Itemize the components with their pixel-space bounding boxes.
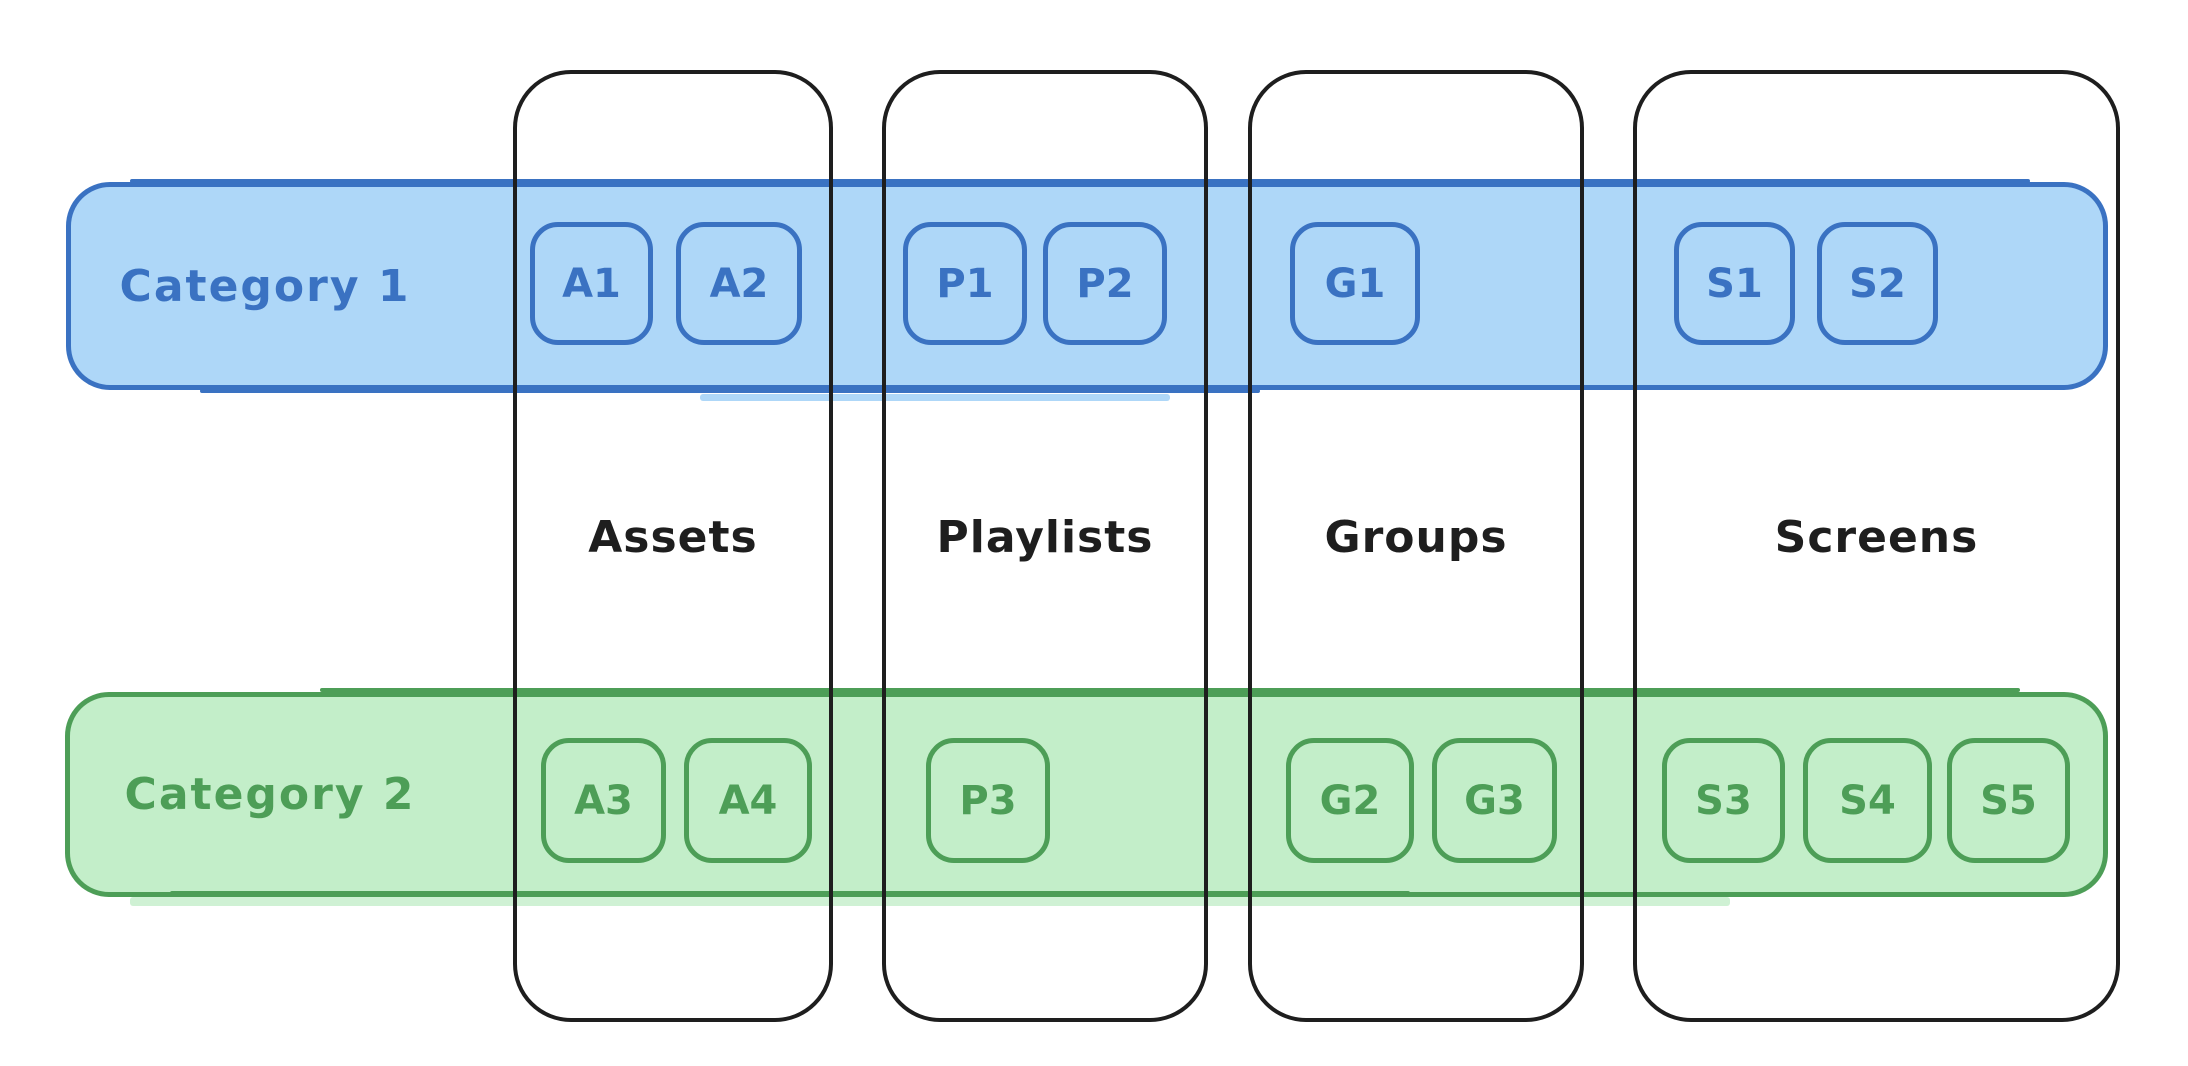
column-assets xyxy=(513,70,833,1022)
chip-s2: S2 xyxy=(1817,222,1938,345)
chip-g2: G2 xyxy=(1286,738,1414,863)
category-2-label: Category 2 xyxy=(124,769,416,820)
category-1-label: Category 1 xyxy=(119,260,411,312)
chip-p3: P3 xyxy=(926,738,1050,863)
chip-s5: S5 xyxy=(1947,738,2070,863)
chip-g3: G3 xyxy=(1432,738,1557,863)
column-screens-label: Screens xyxy=(1774,512,1979,563)
category-1-band-overdraw-top xyxy=(130,179,2030,183)
category-2-band xyxy=(65,692,2108,897)
chip-a4: A4 xyxy=(684,738,812,863)
chip-p1: P1 xyxy=(903,222,1027,345)
column-playlists-label: Playlists xyxy=(936,512,1154,563)
category-1-band xyxy=(66,182,2108,390)
column-screens xyxy=(1633,70,2120,1022)
chip-a2: A2 xyxy=(676,222,802,345)
chip-s4: S4 xyxy=(1803,738,1932,863)
column-playlists xyxy=(882,70,1208,1022)
chip-s3: S3 xyxy=(1662,738,1785,863)
category-2-band-overdraw-bottom xyxy=(170,891,1410,895)
category-2-band-smear xyxy=(130,897,1730,906)
category-1-band-overdraw-bottom xyxy=(200,389,1260,393)
chip-a3: A3 xyxy=(541,738,666,863)
column-groups-label: Groups xyxy=(1324,512,1508,563)
chip-s1: S1 xyxy=(1674,222,1795,345)
column-groups xyxy=(1248,70,1584,1022)
chip-a1: A1 xyxy=(530,222,653,345)
column-assets-label: Assets xyxy=(588,512,758,563)
chip-p2: P2 xyxy=(1043,222,1167,345)
category-1-band-smear xyxy=(700,394,1170,401)
chip-g1: G1 xyxy=(1290,222,1420,345)
category-2-band-overdraw-top xyxy=(320,688,2020,692)
